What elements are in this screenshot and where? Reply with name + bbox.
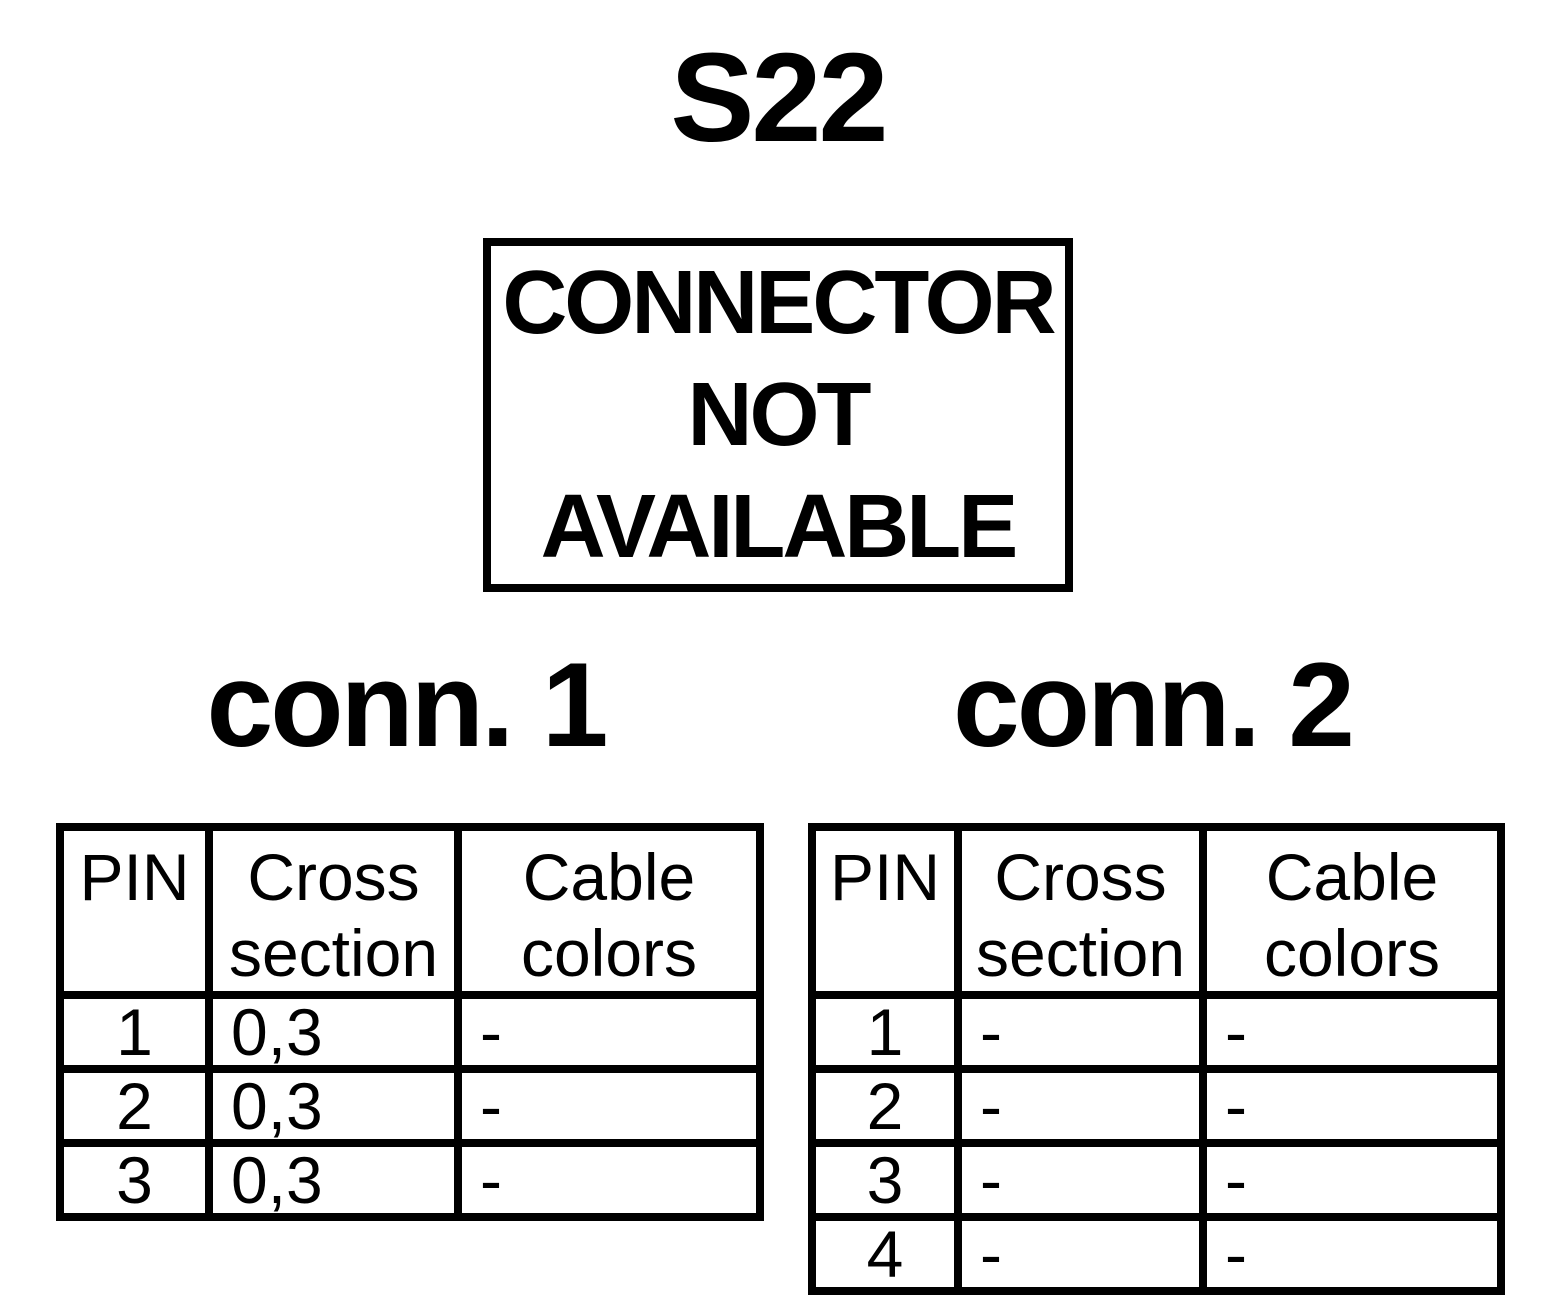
cross-section-cell: 0,3 <box>205 1065 462 1147</box>
table-row: 4 - - <box>808 1213 1505 1295</box>
conn-2-pinout-table: PIN Cross section Cable colors 1 - - 2 -… <box>808 823 1505 1295</box>
cable-colors-cell: - <box>1199 1065 1505 1147</box>
conn-1-label: conn. 1 <box>206 638 608 772</box>
cross-section-header: Cross section <box>205 823 462 999</box>
cross-section-cell: 0,3 <box>205 1139 462 1221</box>
cross-section-cell: - <box>954 1139 1207 1221</box>
table-row: 2 0,3 - <box>56 1065 764 1147</box>
cable-colors-header: Cable colors <box>1199 823 1505 999</box>
cable-colors-header: Cable colors <box>454 823 764 999</box>
pin-cell: 3 <box>808 1139 962 1221</box>
table-row: 3 0,3 - <box>56 1139 764 1221</box>
pin-cell: 1 <box>808 991 962 1073</box>
cable-colors-cell: - <box>1199 991 1505 1073</box>
page-title: S22 <box>670 27 888 168</box>
table-header-row: PIN Cross section Cable colors <box>56 823 764 999</box>
cable-colors-cell: - <box>454 991 764 1073</box>
cable-colors-cell: - <box>1199 1139 1505 1221</box>
table-row: 2 - - <box>808 1065 1505 1147</box>
cable-colors-cell: - <box>454 1139 764 1221</box>
connector-not-available-box: CONNECTOR NOT AVAILABLE <box>483 238 1073 592</box>
cable-colors-cell: - <box>454 1065 764 1147</box>
table-header-row: PIN Cross section Cable colors <box>808 823 1505 999</box>
pin-cell: 1 <box>56 991 213 1073</box>
table-row: 1 0,3 - <box>56 991 764 1073</box>
cross-section-header: Cross section <box>954 823 1207 999</box>
notice-line-1: CONNECTOR <box>502 253 1056 353</box>
cable-colors-cell: - <box>1199 1213 1505 1295</box>
cross-section-cell: - <box>954 991 1207 1073</box>
pin-header: PIN <box>808 823 962 999</box>
notice-line-3: AVAILABLE <box>540 477 1019 577</box>
pin-header: PIN <box>56 823 213 999</box>
notice-line-2: NOT <box>687 365 872 465</box>
pin-cell: 4 <box>808 1213 962 1295</box>
table-row: 3 - - <box>808 1139 1505 1221</box>
table-row: 1 - - <box>808 991 1505 1073</box>
cross-section-cell: 0,3 <box>205 991 462 1073</box>
conn-1-pinout-table: PIN Cross section Cable colors 1 0,3 - 2… <box>56 823 764 1221</box>
cross-section-cell: - <box>954 1065 1207 1147</box>
conn-2-label: conn. 2 <box>952 638 1355 772</box>
pin-cell: 2 <box>808 1065 962 1147</box>
cross-section-cell: - <box>954 1213 1207 1295</box>
pin-cell: 2 <box>56 1065 213 1147</box>
pin-cell: 3 <box>56 1139 213 1221</box>
